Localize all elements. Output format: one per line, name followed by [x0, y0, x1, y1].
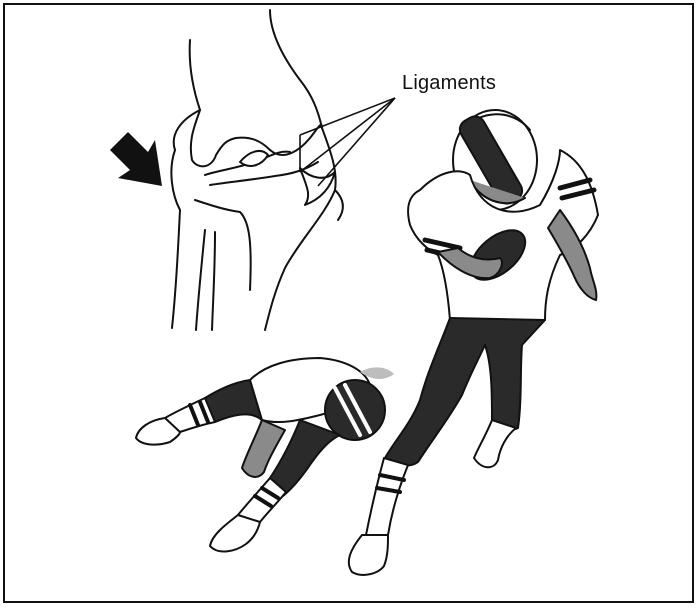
- label-leader-lines: [300, 98, 395, 186]
- knee-joint-drawing: [171, 10, 343, 330]
- arrow-icon: [110, 132, 162, 186]
- ligaments-label: Ligaments: [402, 72, 496, 95]
- fallen-player: [136, 358, 385, 552]
- running-player: [349, 110, 598, 575]
